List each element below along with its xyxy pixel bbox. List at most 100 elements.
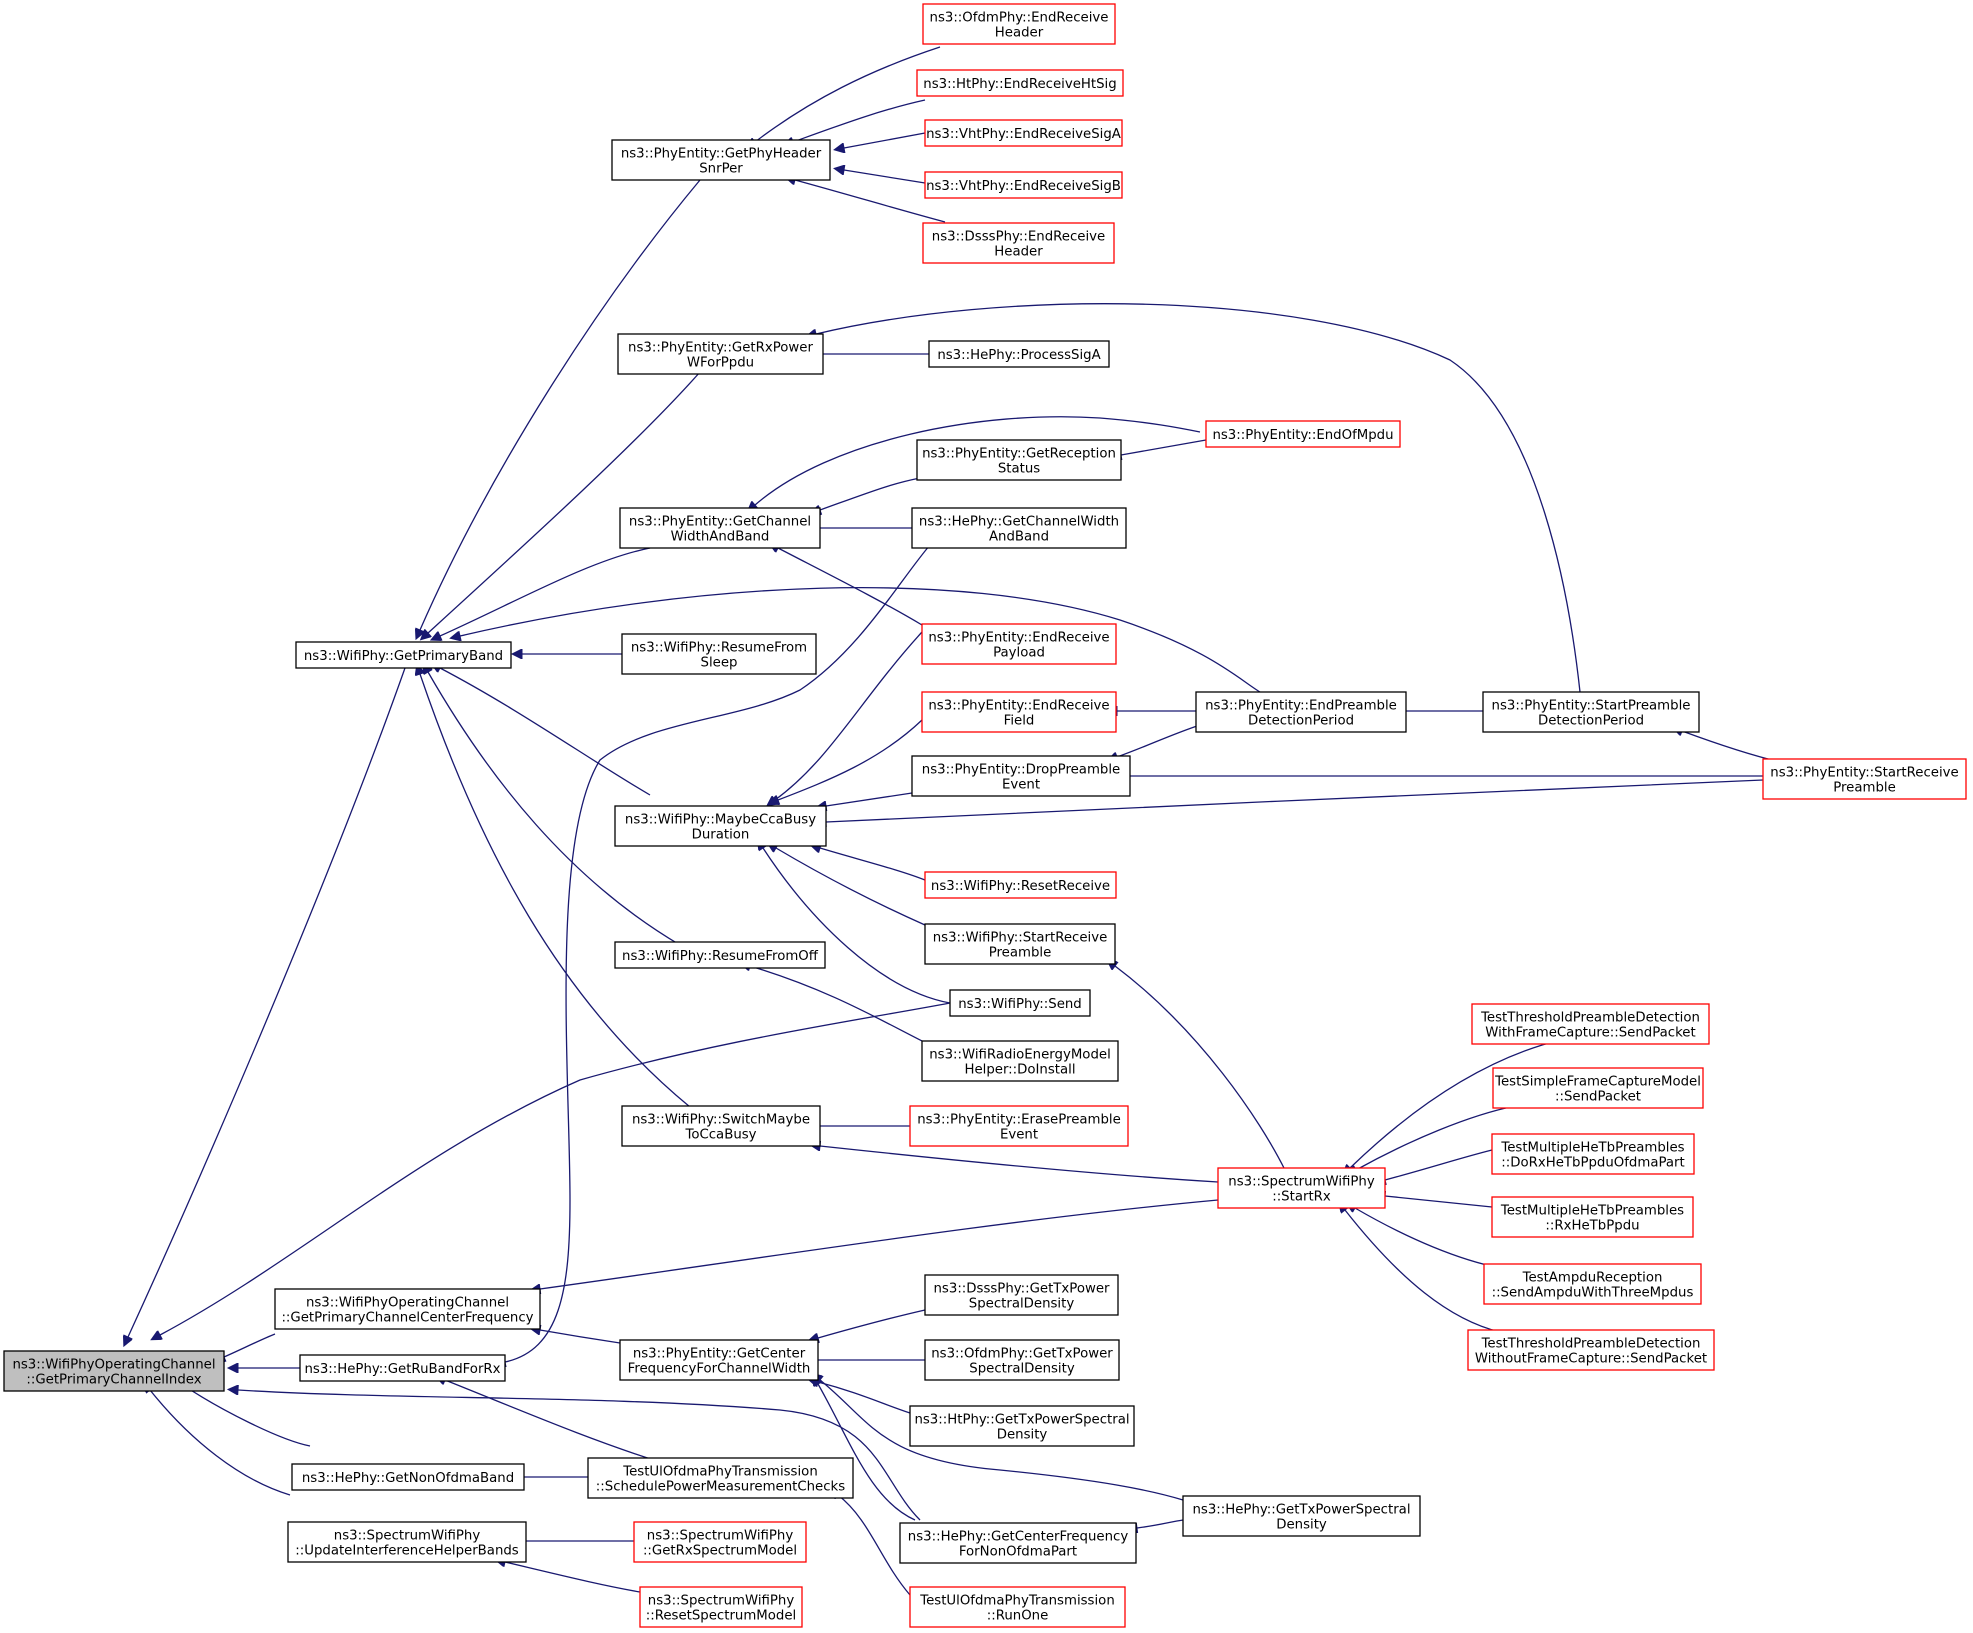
node-label: ::SendPacket (1555, 1090, 1641, 1105)
node-label: ns3::PhyEntity::StartReceive (1770, 766, 1958, 781)
node-label: ns3::WifiPhy::ResumeFromOff (622, 949, 819, 964)
node-label: SpectralDensity (969, 1362, 1075, 1377)
node-vhtEndReceiveSigB[interactable]: ns3::VhtPhy::EndReceiveSigB (924, 171, 1123, 199)
node-label: Density (1276, 1518, 1327, 1533)
node-box (1195, 691, 1407, 733)
edge-startrx-switchmaybe (820, 1146, 1219, 1183)
node-testThresholdWithout[interactable]: TestThresholdPreambleDetectionWithoutFra… (1467, 1329, 1715, 1371)
node-label: ns3::PhyEntity::EndReceive (928, 699, 1109, 714)
node-schedulePowerMeasurement[interactable]: TestUlOfdmaPhyTransmission::SchedulePowe… (587, 1457, 854, 1499)
node-box (619, 507, 821, 549)
node-label: AndBand (989, 530, 1049, 545)
edge-rxpower-getprimaryband (428, 371, 701, 633)
node-box (633, 1521, 807, 1563)
edge-endpreamble-droppreamble (1117, 724, 1201, 757)
node-label: ns3::HtPhy::EndReceiveHtSig (923, 77, 1116, 92)
node-getRxSpectrumModel[interactable]: ns3::SpectrumWifiPhy::GetRxSpectrumModel (633, 1521, 807, 1563)
node-endOfMpdu[interactable]: ns3::PhyEntity::EndOfMpdu (1205, 420, 1401, 448)
node-getNonOfdmaBand[interactable]: ns3::HePhy::GetNonOfdmaBand (291, 1463, 525, 1491)
node-label: TestSimpleFrameCaptureModel (1494, 1075, 1701, 1090)
node-box (1762, 758, 1967, 800)
edge-centerfreq-root (224, 1333, 276, 1357)
edge-dsssheader-phyheadersnrper (795, 180, 946, 223)
node-label: DetectionPeriod (1248, 714, 1354, 729)
node-resetReceive[interactable]: ns3::WifiPhy::ResetReceive (924, 871, 1117, 899)
node-box (921, 1040, 1119, 1082)
node-energyDoInstall[interactable]: ns3::WifiRadioEnergyModelHelper::DoInsta… (921, 1040, 1119, 1082)
node-label: ns3::WifiPhyOperatingChannel (306, 1296, 509, 1311)
node-label: ns3::WifiPhy::SwitchMaybe (632, 1113, 810, 1128)
node-htEndReceiveHtSig[interactable]: ns3::HtPhy::EndReceiveHtSig (916, 69, 1124, 97)
node-getRuBandForRx[interactable]: ns3::HePhy::GetRuBandForRx (299, 1354, 506, 1382)
node-label: ns3::PhyEntity::EndReceive (928, 631, 1109, 646)
node-label: DetectionPeriod (1538, 714, 1644, 729)
edge-dsssgettx-centerfreqforwidth (818, 1309, 926, 1338)
edge-ofdmheader-phyheadersnrper (755, 46, 941, 142)
node-box (921, 623, 1117, 665)
node-heGetCenterFreqNonOfdma[interactable]: ns3::HePhy::GetCenterFrequencyForNonOfdm… (899, 1522, 1137, 1564)
node-root[interactable]: ns3::WifiPhyOperatingChannel::GetPrimary… (3, 1350, 225, 1392)
edge-resumefromoff-getprimaryband (428, 672, 681, 946)
node-label: ns3::PhyEntity::GetChannel (629, 515, 811, 530)
node-resumeFromOff[interactable]: ns3::WifiPhy::ResumeFromOff (614, 941, 826, 969)
node-box (619, 1339, 819, 1381)
node-testAmpdu[interactable]: TestAmpduReception::SendAmpduWithThreeMp… (1483, 1263, 1702, 1305)
node-endPreambleDetectionPeriod[interactable]: ns3::PhyEntity::EndPreambleDetectionPeri… (1195, 691, 1407, 733)
node-resetSpectrumModel[interactable]: ns3::SpectrumWifiPhy::ResetSpectrumModel (639, 1586, 803, 1628)
node-runOne[interactable]: TestUlOfdmaPhyTransmission::RunOne (909, 1586, 1126, 1628)
edge-resetspectrum-updateinterference (505, 1562, 641, 1593)
edge-maybecca-getprimaryband (440, 668, 651, 796)
edge-energydoinstall-resumefromoff (750, 966, 931, 1046)
node-testThresholdWith[interactable]: TestThresholdPreambleDetectionWithFrameC… (1471, 1003, 1710, 1045)
node-heProcessSigA[interactable]: ns3::HePhy::ProcessSigA (928, 340, 1110, 368)
node-startPreambleDetectionPeriod[interactable]: ns3::PhyEntity::StartPreambleDetectionPe… (1482, 691, 1700, 733)
node-box (922, 222, 1115, 264)
node-label: ns3::SpectrumWifiPhy (648, 1594, 795, 1609)
node-box (924, 871, 1117, 899)
node-testMultipleRx[interactable]: TestMultipleHeTbPreambles::RxHeTbPpdu (1491, 1196, 1694, 1238)
node-label: ::ResetSpectrumModel (646, 1609, 796, 1624)
node-box (911, 755, 1131, 797)
node-label: ns3::HePhy::GetChannelWidth (919, 515, 1119, 530)
node-wifiSend[interactable]: ns3::WifiPhy::Send (949, 989, 1091, 1017)
node-getPrimaryBand[interactable]: ns3::WifiPhy::GetPrimaryBand (295, 641, 512, 669)
node-label: ::SchedulePowerMeasurementChecks (596, 1480, 845, 1495)
node-box (909, 1105, 1129, 1147)
node-label: ns3::WifiPhy::StartReceive (933, 931, 1108, 946)
node-getPrimaryCenterFreq[interactable]: ns3::WifiPhyOperatingChannel::GetPrimary… (274, 1288, 541, 1330)
edge-phystartreceive-startpreambledetection (1682, 731, 1781, 763)
node-label: Payload (993, 646, 1045, 661)
node-spectrumStartRx[interactable]: ns3::SpectrumWifiPhy::StartRx (1217, 1167, 1386, 1209)
node-box (924, 1339, 1120, 1381)
node-testMultipleDoRx[interactable]: TestMultipleHeTbPreambles::DoRxHeTbPpduO… (1491, 1133, 1695, 1175)
node-getCenterFreqForChannelWidth[interactable]: ns3::PhyEntity::GetCenterFrequencyForCha… (619, 1339, 819, 1381)
node-label: Event (1002, 778, 1040, 793)
node-testSimpleFrameCapture[interactable]: TestSimpleFrameCaptureModel::SendPacket (1492, 1067, 1704, 1109)
node-vhtEndReceiveSigA[interactable]: ns3::VhtPhy::EndReceiveSigA (924, 119, 1123, 147)
edge-hechannelwidth-rubandforrx (505, 544, 931, 1362)
node-label: TestMultipleHeTbPreambles (1500, 1204, 1684, 1219)
node-label: SnrPer (699, 162, 743, 177)
node-updateInterference[interactable]: ns3::SpectrumWifiPhy::UpdateInterference… (287, 1521, 527, 1563)
node-box (1492, 1067, 1704, 1109)
